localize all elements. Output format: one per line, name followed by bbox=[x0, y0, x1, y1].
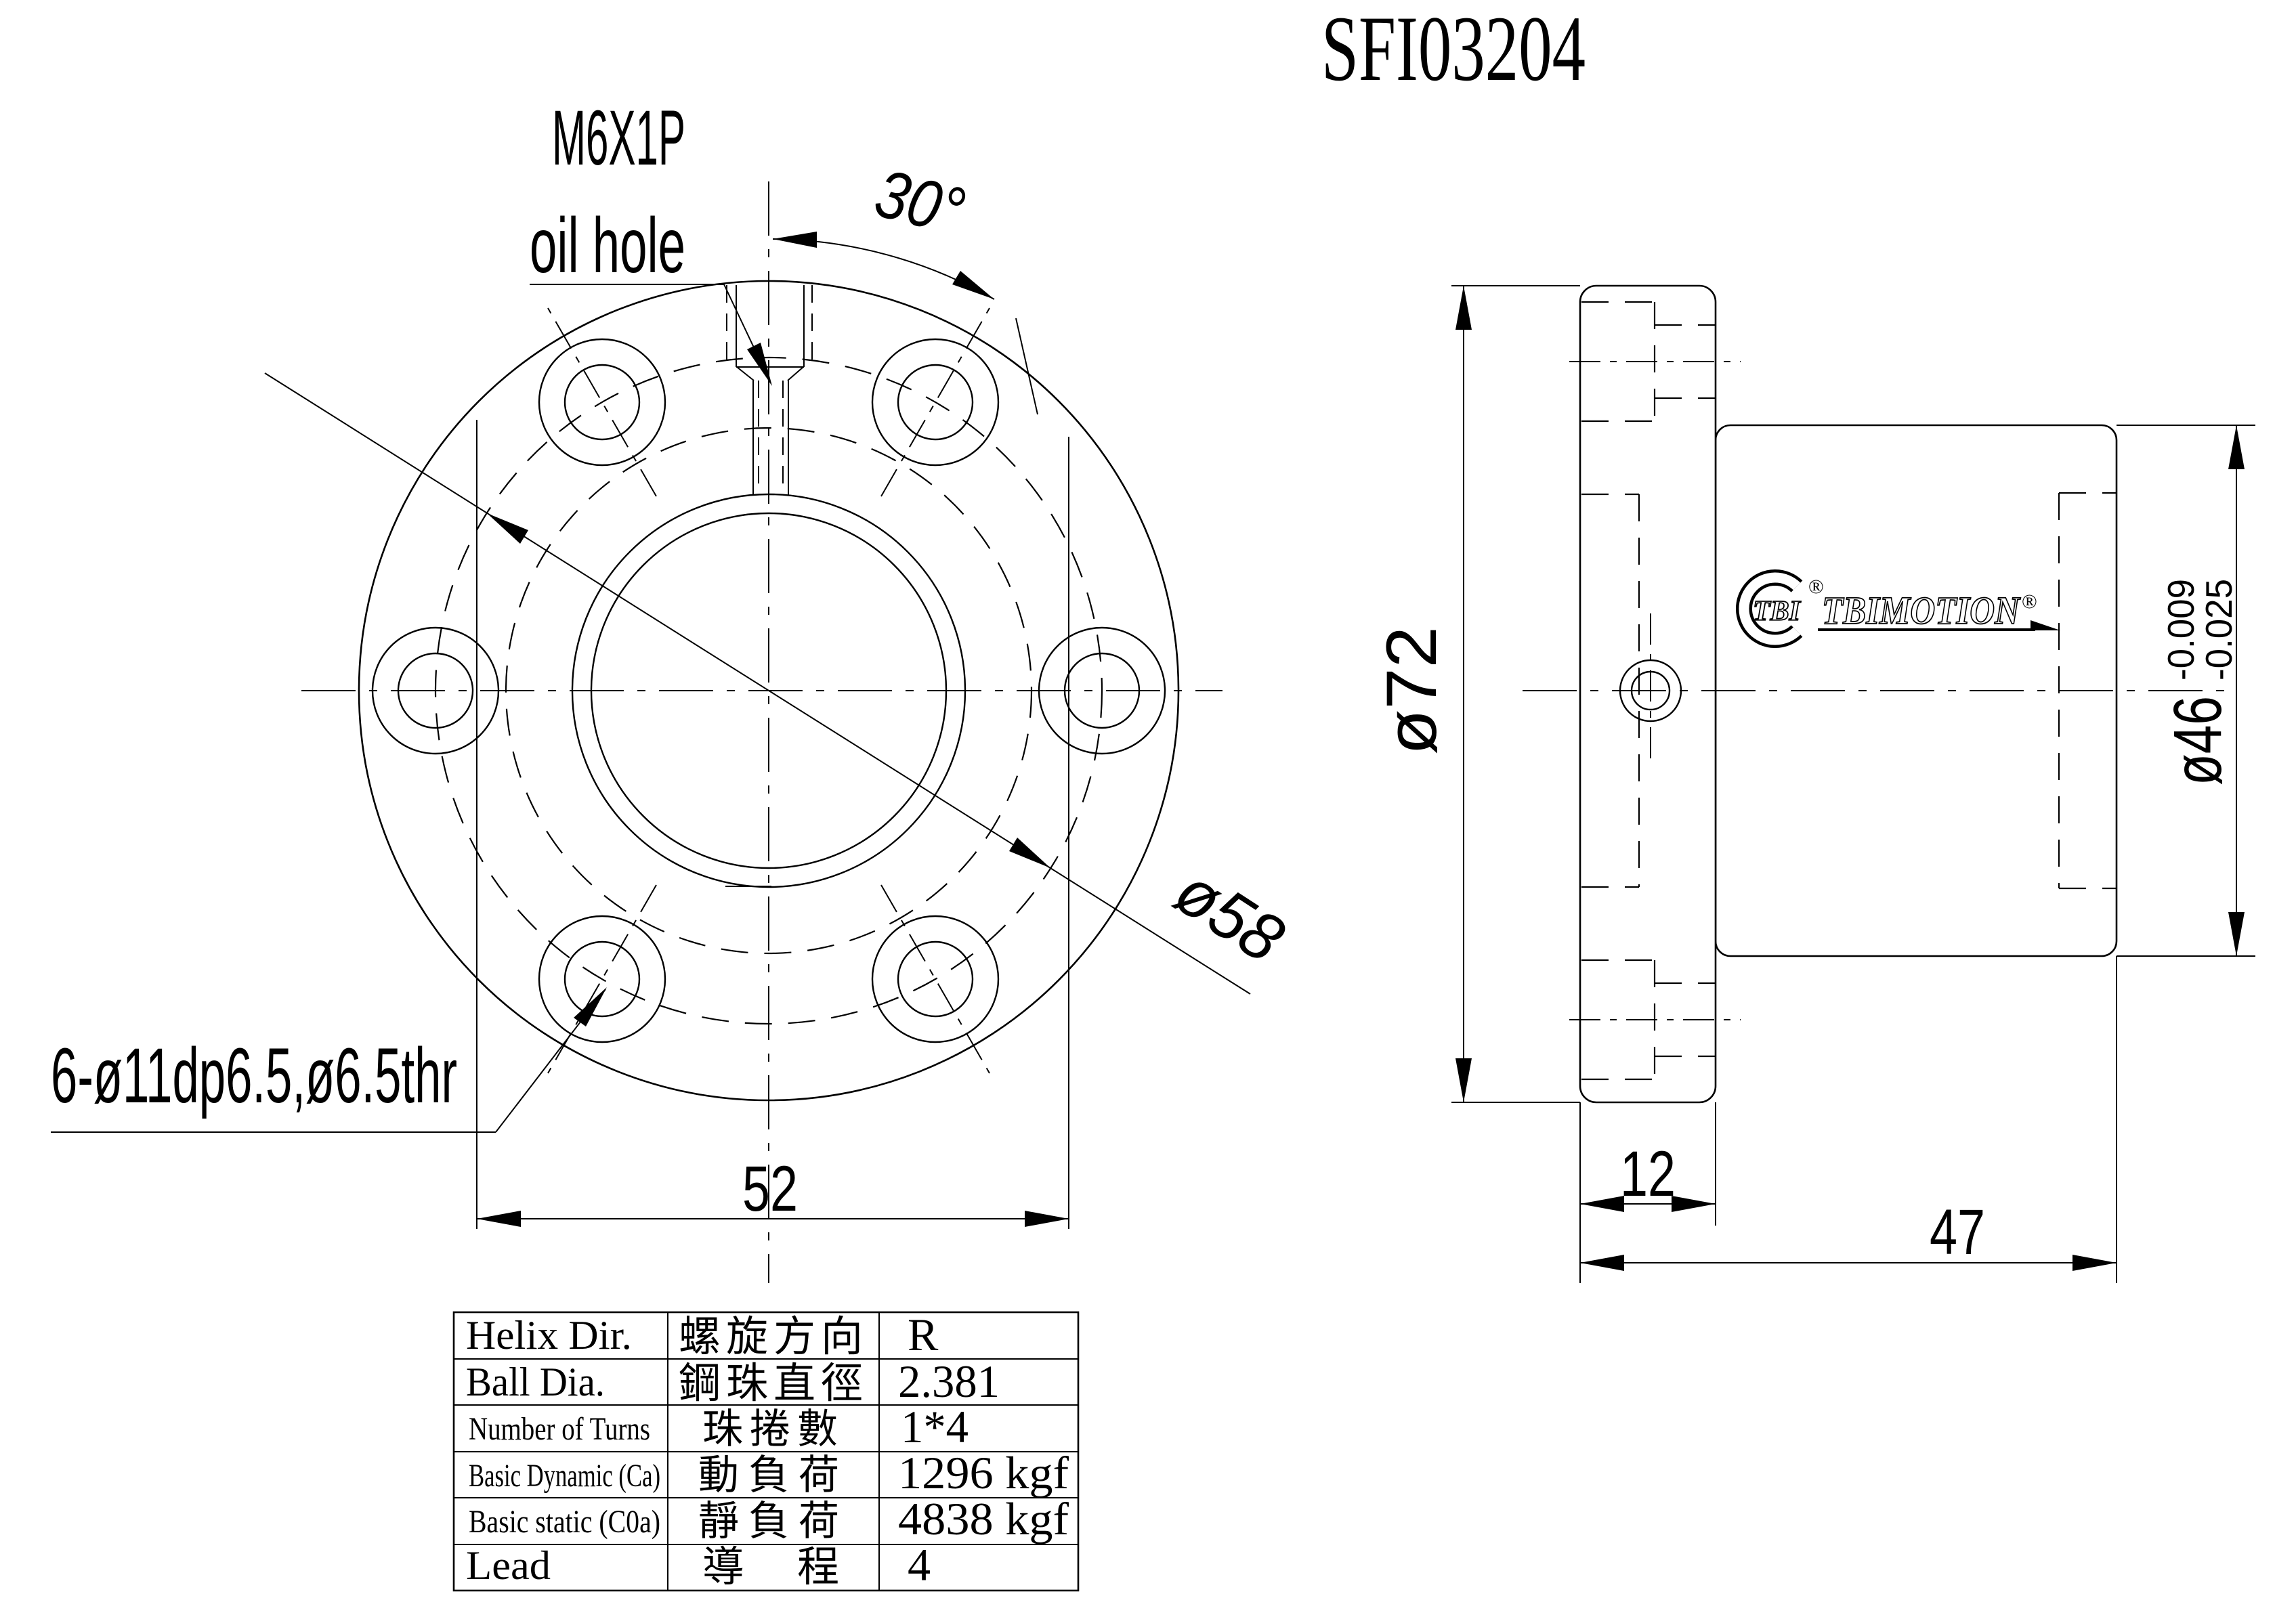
oil-hole-label: M6X1P oil hole bbox=[530, 95, 772, 386]
angle-dim-text: 30° bbox=[868, 155, 972, 250]
flange-thickness-dim-text: 12 bbox=[1620, 1138, 1676, 1210]
row-label-zh: 鋼珠直徑 bbox=[679, 1360, 868, 1407]
row-label-zh: 珠捲數 bbox=[702, 1406, 845, 1452]
row-label-en: Ball Dia. bbox=[466, 1360, 605, 1404]
bolt-hole-counterbore bbox=[1038, 626, 1166, 755]
registered-icon: ® bbox=[1808, 576, 1824, 598]
bore-circle-inner bbox=[590, 512, 948, 869]
oil-hole-slot bbox=[726, 285, 813, 496]
row-label-en: Basic static (C0a) bbox=[469, 1504, 660, 1540]
width-dimension-52: 52 bbox=[476, 420, 1069, 1229]
bolt-hole-counterbore bbox=[538, 338, 666, 467]
overall-length-dim-text: 47 bbox=[1930, 1196, 1985, 1268]
spec-table-grid bbox=[454, 1312, 1078, 1591]
row-label-en: Lead bbox=[466, 1543, 551, 1588]
row-label-en: Number of Turns bbox=[469, 1411, 650, 1447]
bolt-circle-dimension: ø58 bbox=[264, 372, 1298, 995]
table-row: Basic Dynamic (Ca) 動負荷 1296 kgf bbox=[469, 1447, 1069, 1498]
row-label-zh: 螺旋方向 bbox=[679, 1314, 868, 1360]
row-label-zh: 動負荷 bbox=[698, 1452, 849, 1498]
table-row: Lead 導 程 4 bbox=[466, 1539, 931, 1591]
arrowhead bbox=[487, 513, 528, 544]
flange-outline bbox=[1579, 284, 1717, 1104]
row-label-zh: 靜負荷 bbox=[698, 1498, 849, 1544]
angle-dimension-30: 30° bbox=[772, 155, 1038, 415]
body-od-dim-text: ø46 bbox=[2160, 696, 2236, 785]
row-label-en: Helix Dir. bbox=[466, 1313, 632, 1358]
row-value: R bbox=[908, 1309, 939, 1360]
bolt-hole-callout-text: 6-ø11dp6.5,ø6.5thr bbox=[51, 1033, 457, 1119]
arrowhead bbox=[1455, 286, 1472, 330]
table-row: Helix Dir. 螺旋方向 R bbox=[466, 1309, 939, 1360]
tbimotion-logo: TBI ® TBIMOTION ® bbox=[1736, 569, 2060, 648]
bolt-circle-dashed bbox=[434, 356, 1103, 1025]
arrowhead bbox=[574, 987, 607, 1026]
arrowhead bbox=[1672, 1196, 1716, 1212]
arrowhead bbox=[952, 271, 994, 299]
flange-outer-circle bbox=[358, 280, 1180, 1102]
bolt-circle-dim-text: ø58 bbox=[1162, 853, 1298, 978]
oil-hole-label-line1: M6X1P bbox=[552, 95, 685, 181]
overall-length-dimension: 47 bbox=[1580, 956, 2117, 1283]
row-value: 4838 kgf bbox=[898, 1493, 1069, 1544]
body-od-tol-upper: -0.009 bbox=[2160, 579, 2202, 680]
flange-od-dim-text: ø72 bbox=[1372, 626, 1451, 755]
table-row: Number of Turns 珠捲數 1*4 bbox=[469, 1401, 969, 1452]
bolt-hole-through bbox=[897, 940, 974, 1018]
flange-thickness-dimension: 12 bbox=[1579, 1102, 1716, 1283]
arrowhead bbox=[477, 1211, 521, 1227]
bolt-hole-counterbore bbox=[371, 626, 500, 755]
arrowhead bbox=[747, 343, 772, 386]
arrowhead bbox=[1580, 1196, 1624, 1212]
body-od-dimension: ø46 -0.009 -0.025 bbox=[2117, 425, 2255, 957]
flange-od-dimension: ø72 bbox=[1372, 285, 1580, 1103]
bolt-hole-center-ticks bbox=[547, 307, 990, 1074]
bolt-hole-through bbox=[897, 364, 974, 441]
bolt-hole-counterbore bbox=[538, 915, 666, 1043]
logo-arrow bbox=[2031, 620, 2060, 630]
arrowhead bbox=[2228, 912, 2245, 956]
arrowhead bbox=[1009, 838, 1050, 868]
table-row: Ball Dia. 鋼珠直徑 2.381 bbox=[466, 1356, 1000, 1407]
table-row: Basic static (C0a) 靜負荷 4838 kgf bbox=[469, 1493, 1069, 1544]
bolt-hole-callout: 6-ø11dp6.5,ø6.5thr bbox=[51, 987, 607, 1133]
width-dim-text: 52 bbox=[742, 1153, 798, 1225]
bolt-hole-counterbore bbox=[871, 915, 1000, 1043]
logo-mark-text: TBI bbox=[1753, 596, 1802, 627]
logo-c-ring-inner bbox=[1739, 572, 1801, 645]
spigot-circle-dashed bbox=[505, 427, 1033, 955]
arrowhead bbox=[2072, 1255, 2117, 1271]
row-label-zh: 導 程 bbox=[702, 1544, 845, 1591]
drawing-title: SFI03204 bbox=[1321, 0, 1586, 100]
bolt-holes bbox=[371, 338, 1166, 1043]
row-value: 1*4 bbox=[901, 1401, 969, 1452]
front-view: 30° ø58 52 M6X1P oil hole 6-ø bbox=[51, 95, 1298, 1283]
row-value: 1296 kgf bbox=[898, 1447, 1069, 1498]
registered-icon: ® bbox=[2022, 590, 2037, 613]
arrowhead bbox=[773, 232, 817, 248]
row-value: 4 bbox=[908, 1539, 931, 1591]
body-od-tol-lower: -0.025 bbox=[2198, 579, 2240, 680]
bolt-hole-through bbox=[564, 364, 641, 441]
side-view: ø72 ø46 -0.009 -0.025 12 bbox=[1372, 284, 2255, 1283]
arrowhead bbox=[1025, 1211, 1069, 1227]
hidden-bolt-hole-bottom bbox=[1581, 959, 1716, 1081]
row-value: 2.381 bbox=[898, 1356, 1000, 1407]
arrowhead bbox=[1455, 1058, 1472, 1102]
oil-hole-label-line2: oil hole bbox=[530, 202, 685, 289]
bolt-hole-counterbore bbox=[871, 338, 1000, 467]
bolt-hole-through bbox=[564, 940, 641, 1018]
arrowhead bbox=[2228, 425, 2245, 469]
arrowhead bbox=[1580, 1255, 1624, 1271]
bolt-hole-through bbox=[397, 652, 474, 729]
spec-table: Helix Dir. 螺旋方向 R Ball Dia. 鋼珠直徑 2.381 N… bbox=[452, 1309, 1080, 1592]
row-label-en: Basic Dynamic (Ca) bbox=[469, 1458, 660, 1494]
logo-wordmark-text: TBIMOTION bbox=[1822, 588, 2021, 632]
bolt-hole-through bbox=[1063, 652, 1141, 729]
